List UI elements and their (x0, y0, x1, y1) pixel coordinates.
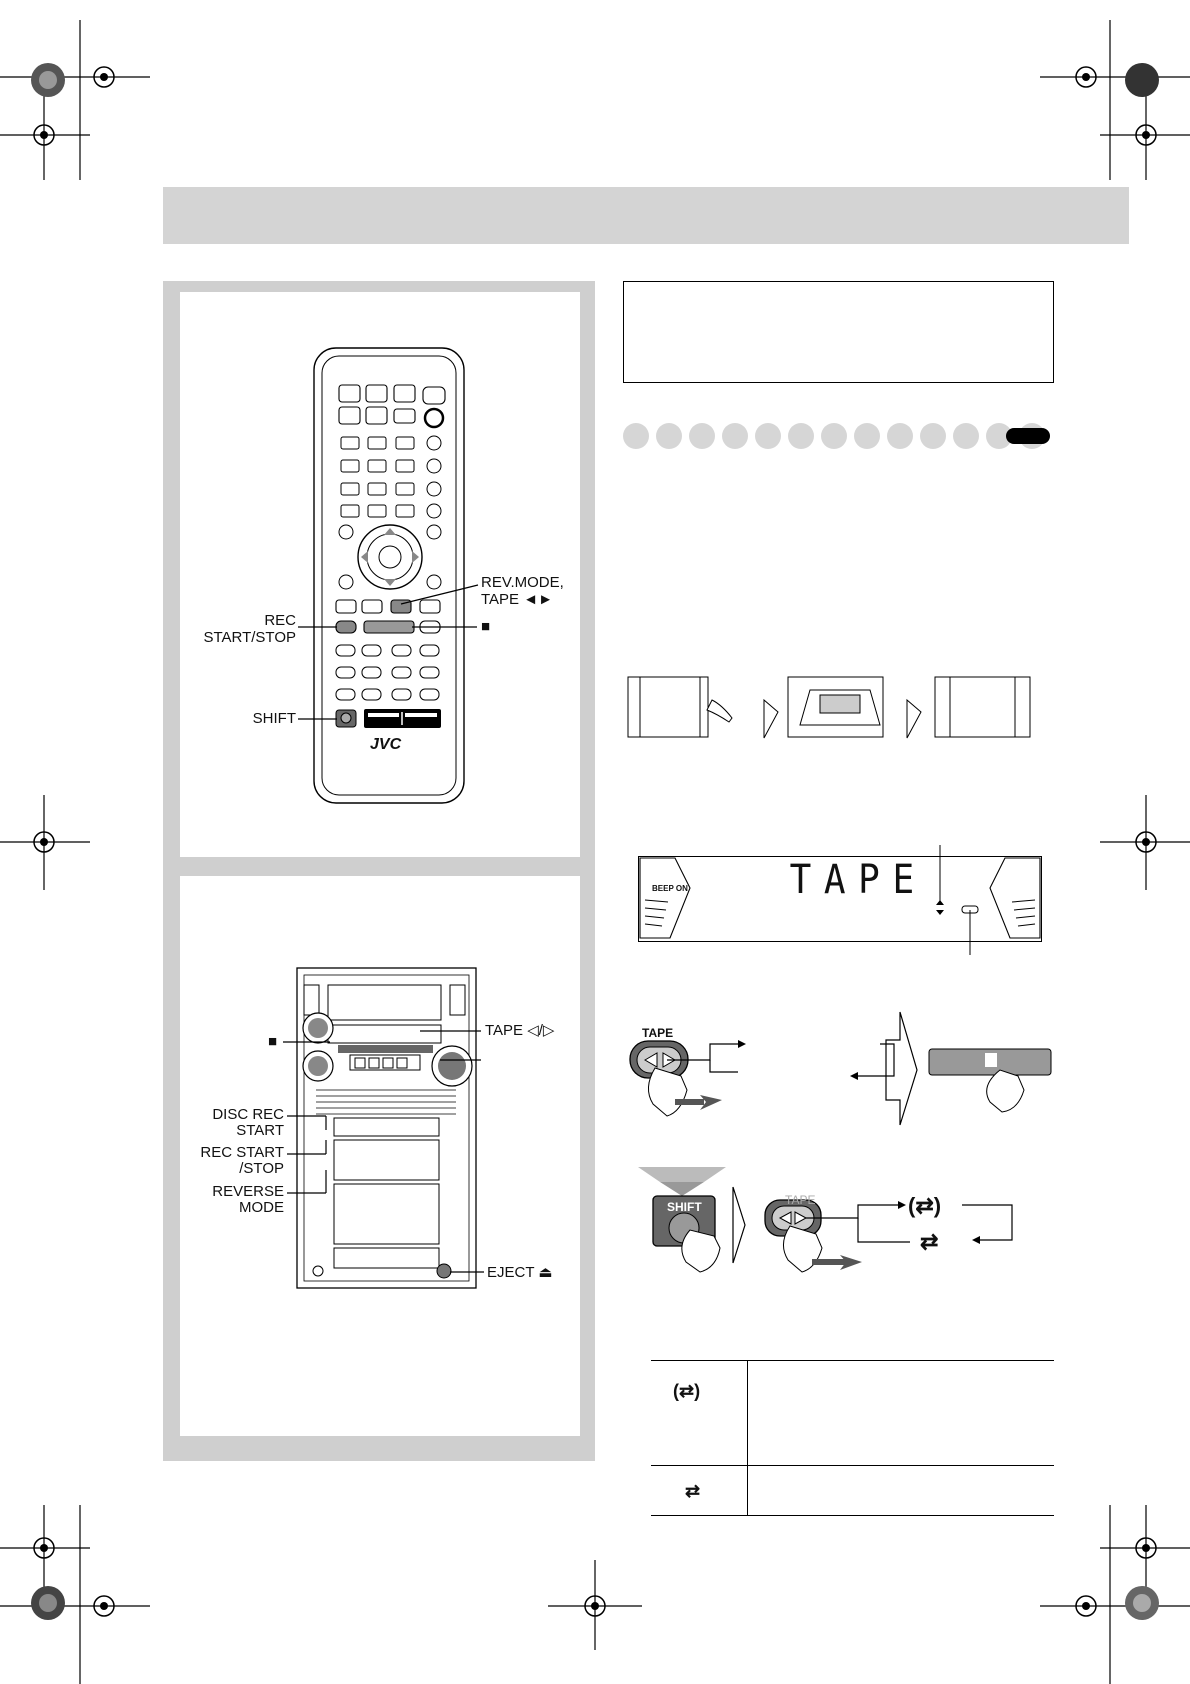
lcd-tape-text: TAPE (789, 857, 927, 903)
reverse-mode-symbol-single: ⇄ (920, 1229, 939, 1254)
callout-rec-stop-unit: /STOP (239, 1160, 284, 1177)
callout-shift: SHIFT (252, 710, 296, 727)
callout-reverse-mode: MODE (239, 1199, 284, 1216)
tape-button-faded-label: TAPE (785, 1193, 816, 1207)
callout-disc-rec-start: START (236, 1122, 284, 1139)
callout-tape-arrows: TAPE ◄► (481, 591, 553, 608)
callout-rec-start-unit: REC START (200, 1144, 284, 1161)
tape-badge (1006, 428, 1050, 444)
callout-rec-start-stop: START/STOP (203, 629, 296, 646)
callout-rev-mode: REV.MODE, (481, 574, 564, 591)
shift-button-label: SHIFT (667, 1200, 702, 1214)
callout-eject: EJECT ⏏ (487, 1264, 553, 1281)
header-bar (163, 187, 1129, 244)
note-box (623, 281, 1054, 383)
reverse-mode-symbol-loop: (⇄) (908, 1193, 942, 1218)
table-divider-vertical (747, 1361, 748, 1515)
callout-disc-rec: DISC REC (212, 1106, 284, 1123)
callout-reverse: REVERSE (212, 1183, 284, 1200)
table-row-symbol: (⇄) (673, 1381, 701, 1401)
lcd-beep-indicator: BEEP ON (652, 884, 688, 893)
callout-tape-unit: TAPE ◁/▷ (485, 1022, 555, 1039)
remote-brand-logo: JVC (370, 736, 402, 753)
callout-rec: REC (264, 612, 296, 629)
tape-button-label: TAPE (642, 1026, 674, 1040)
reverse-mode-table: (⇄) ⇄ (651, 1360, 1054, 1516)
table-row-symbol: ⇄ (685, 1481, 701, 1501)
callout-stop-unit: ■ (268, 1033, 278, 1050)
callout-stop-remote: ■ (481, 618, 491, 635)
lcd-display (638, 856, 1042, 942)
table-divider-row (651, 1465, 1054, 1466)
